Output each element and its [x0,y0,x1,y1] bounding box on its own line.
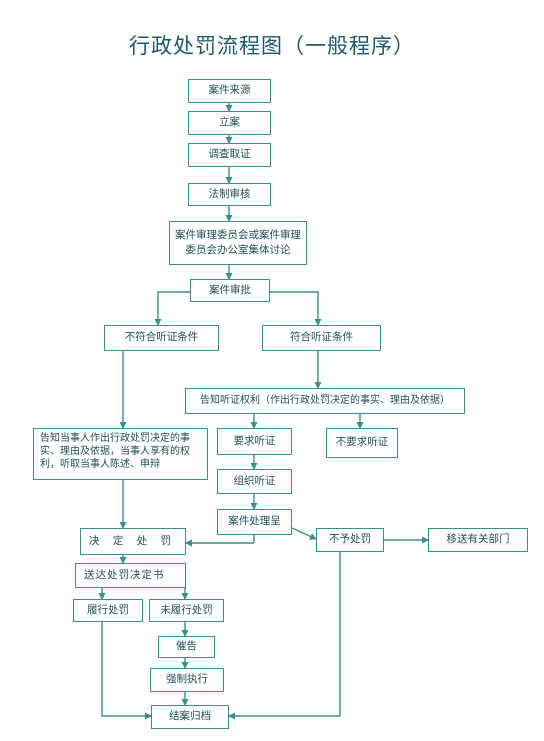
node-not-comply: 未履行处罚 [149,599,224,622]
node-case-report: 案件处理呈 [217,509,292,535]
node-hearing-ok: 符合听证条件 [262,325,381,351]
node-investigate: 调查取证 [188,143,271,167]
arrow-report-no-penalty [291,527,317,540]
node-no-request: 不要求听证 [326,428,398,458]
node-approval: 案件审批 [190,279,270,302]
node-request-hearing: 要求听证 [217,428,292,455]
node-comply: 履行处罚 [73,599,143,622]
node-transfer: 移送有关部门 [428,528,528,552]
node-no-penalty: 不予处罚 [316,528,384,552]
node-notify-hearing: 告知听证权利（作出行政处罚决定的事实、理由及依据） [185,388,465,414]
node-not-hearing: 不符合听证条件 [104,325,219,351]
page-title: 行政处罚流程图（一般程序） [129,34,415,58]
node-enforce: 强制执行 [150,668,224,692]
arrow-approval-hearing [270,291,322,326]
node-urge: 催告 [158,636,215,658]
node-decide: 决 定 处 罚 [80,528,186,555]
node-register: 立案 [188,111,271,135]
node-close: 结案归档 [151,705,229,729]
node-notify-party: 告知当事人作出行政处罚决定的事实、理由及依据，当事人享有的权利，听取当事人陈述、… [33,428,208,480]
arrow-no-penalty-close [228,552,341,720]
arrow-approval-not-hearing [154,291,190,326]
node-committee: 案件审理委员会或案件审理委员会办公室集体讨论 [169,221,307,265]
node-organize-hearing: 组织听证 [217,469,292,494]
node-case-source: 案件来源 [188,79,271,103]
node-deliver: 送达处罚决定书 [75,563,186,588]
node-legal-review: 法制审核 [188,183,271,206]
arrow-comply-close [101,622,152,720]
